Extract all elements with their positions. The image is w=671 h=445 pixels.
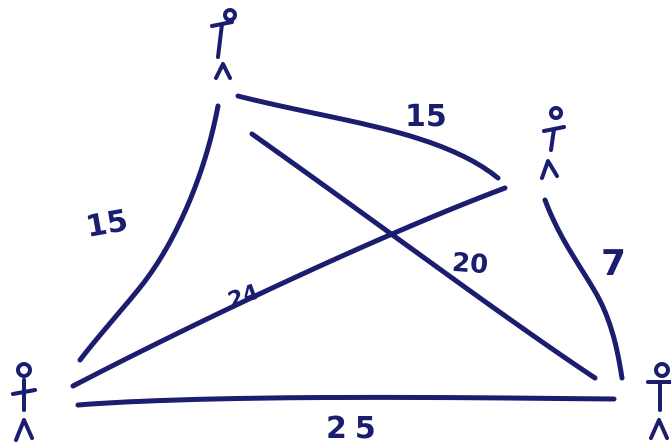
edge-top-rightupper <box>235 93 501 181</box>
edge-top-bottomright <box>249 131 598 381</box>
edge-label-top-bottomright: 20 <box>451 248 489 280</box>
stick-figure-icon <box>540 106 566 180</box>
edge-label-top-left: 15 <box>83 203 130 245</box>
edge-bottomleft-bottomright <box>75 394 617 408</box>
stick-figure-icon <box>210 8 237 80</box>
stick-figure-icon <box>646 362 671 440</box>
edge-rightupper-bottomright <box>542 197 625 381</box>
edge-label-bottomleft-bottomright: 25 <box>326 411 384 445</box>
edge-label-top-rightupper: 15 <box>405 99 447 134</box>
edge-bottomleft-rightupper <box>70 185 508 389</box>
edge-top-left <box>77 103 221 363</box>
stick-figure-icon <box>11 362 37 442</box>
edge-label-rightupper-bottomright: 7 <box>601 243 626 284</box>
